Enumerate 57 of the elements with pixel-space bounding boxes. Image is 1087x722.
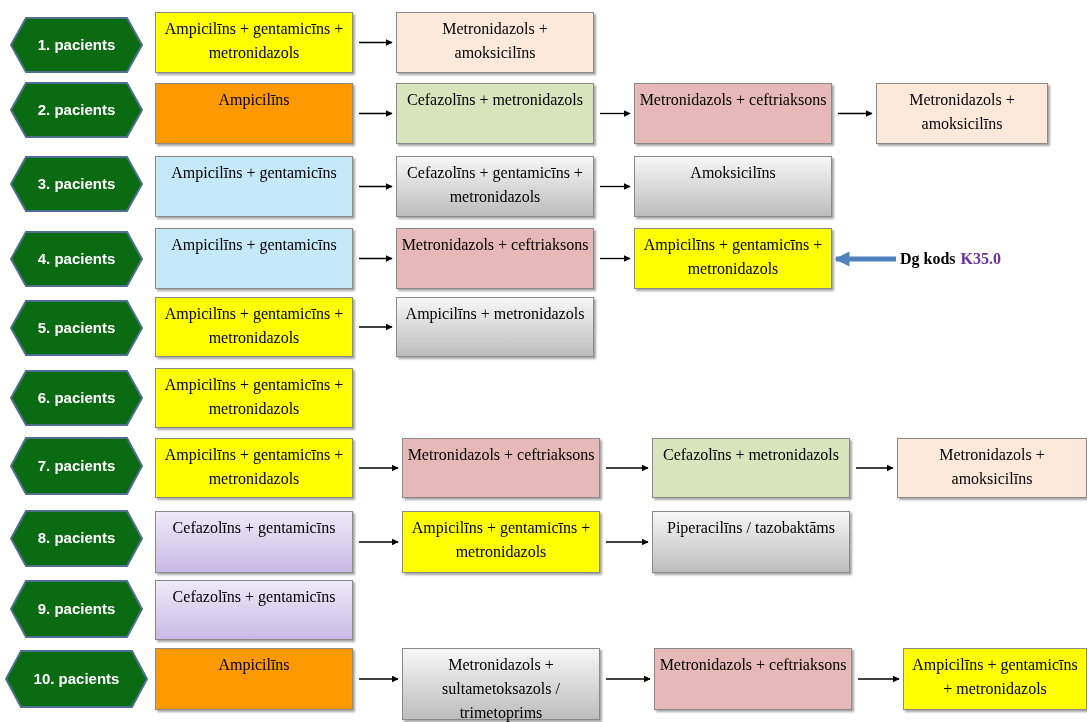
arrow (855, 464, 894, 472)
arrow (358, 39, 393, 46)
treatment-box: Metronidazols + amoksicilīns (876, 83, 1048, 144)
treatment-box: Ampicilīns + metronidazols (396, 297, 594, 357)
patient-hexagon: 1. pacients (10, 17, 143, 73)
arrow (358, 538, 399, 546)
treatment-box: Metronidazols + ceftriaksons (634, 83, 832, 144)
patient-hexagon: 5. pacients (10, 300, 143, 356)
treatment-box: Metronidazols + sultametoksazols / trimetoprims (402, 648, 600, 720)
arrow (605, 538, 649, 546)
patient-hexagon: 7. pacients (10, 437, 143, 495)
treatment-box: Ampicilīns + gentamicīns + metronidazols (155, 438, 353, 498)
treatment-box: Metronidazols + amoksicilīns (897, 438, 1087, 498)
treatment-box: Ampicilīns (155, 83, 353, 144)
arrow (358, 110, 393, 117)
arrow (358, 675, 399, 683)
patient-hexagon: 6. pacients (10, 370, 143, 426)
treatment-box: Ampicilīns (155, 648, 353, 710)
arrow (358, 323, 393, 331)
treatment-box: Cefazolīns + gentamicīns (155, 580, 353, 640)
patient-hexagon: 3. pacients (10, 156, 143, 212)
arrow (837, 110, 873, 117)
treatment-box: Cefazolīns + gentamicīns + metronidazols (396, 156, 594, 217)
treatment-box: Ampicilīns + gentamicīns + metronidazols (155, 297, 353, 357)
patient-hexagon: 2. pacients (10, 82, 143, 138)
treatment-box: Ampicilīns + gentamicīns (155, 228, 353, 289)
arrow (605, 464, 649, 472)
arrow (358, 464, 399, 472)
diagnosis-label: Dg kods (900, 249, 956, 270)
treatment-box: Ampicilīns + gentamicīns + metronidazols (402, 511, 600, 573)
treatment-box: Ampicilīns + gentamicīns + metronidazols (634, 228, 832, 289)
patient-hexagon: 10. pacients (5, 650, 148, 708)
treatment-box: Metronidazols + ceftriaksons (396, 228, 594, 289)
treatment-box: Piperacilīns / tazobaktāms (652, 511, 850, 573)
patient-hexagon: 4. pacients (10, 231, 143, 287)
treatment-box: Amoksicilīns (634, 156, 832, 217)
diagnosis-code: K35.0 (960, 249, 1002, 269)
treatment-box: Cefazolīns + metronidazols (652, 438, 850, 498)
treatment-box: Metronidazols + ceftriaksons (654, 648, 852, 710)
treatment-box: Ampicilīns + gentamicīns + metronidazols (155, 12, 353, 73)
arrow (599, 255, 631, 262)
patient-hexagon: 9. pacients (10, 580, 143, 638)
arrow (857, 675, 900, 683)
treatment-box: Ampicilīns + gentamicīns + metronidazols (903, 648, 1087, 710)
arrow (599, 110, 631, 117)
treatment-box: Ampicilīns + gentamicīns (155, 156, 353, 217)
treatment-box: Metronidazols + amoksicilīns (396, 12, 594, 73)
arrow (605, 675, 651, 683)
arrow (834, 251, 896, 267)
treatment-box: Cefazolīns + gentamicīns (155, 511, 353, 573)
treatment-box: Metronidazols + ceftriaksons (402, 438, 600, 498)
treatment-box: Ampicilīns + gentamicīns + metronidazols (155, 368, 353, 428)
arrow (358, 183, 393, 190)
arrow (599, 183, 631, 190)
patient-hexagon: 8. pacients (10, 510, 143, 567)
arrow (358, 255, 393, 262)
treatment-box: Cefazolīns + metronidazols (396, 83, 594, 144)
